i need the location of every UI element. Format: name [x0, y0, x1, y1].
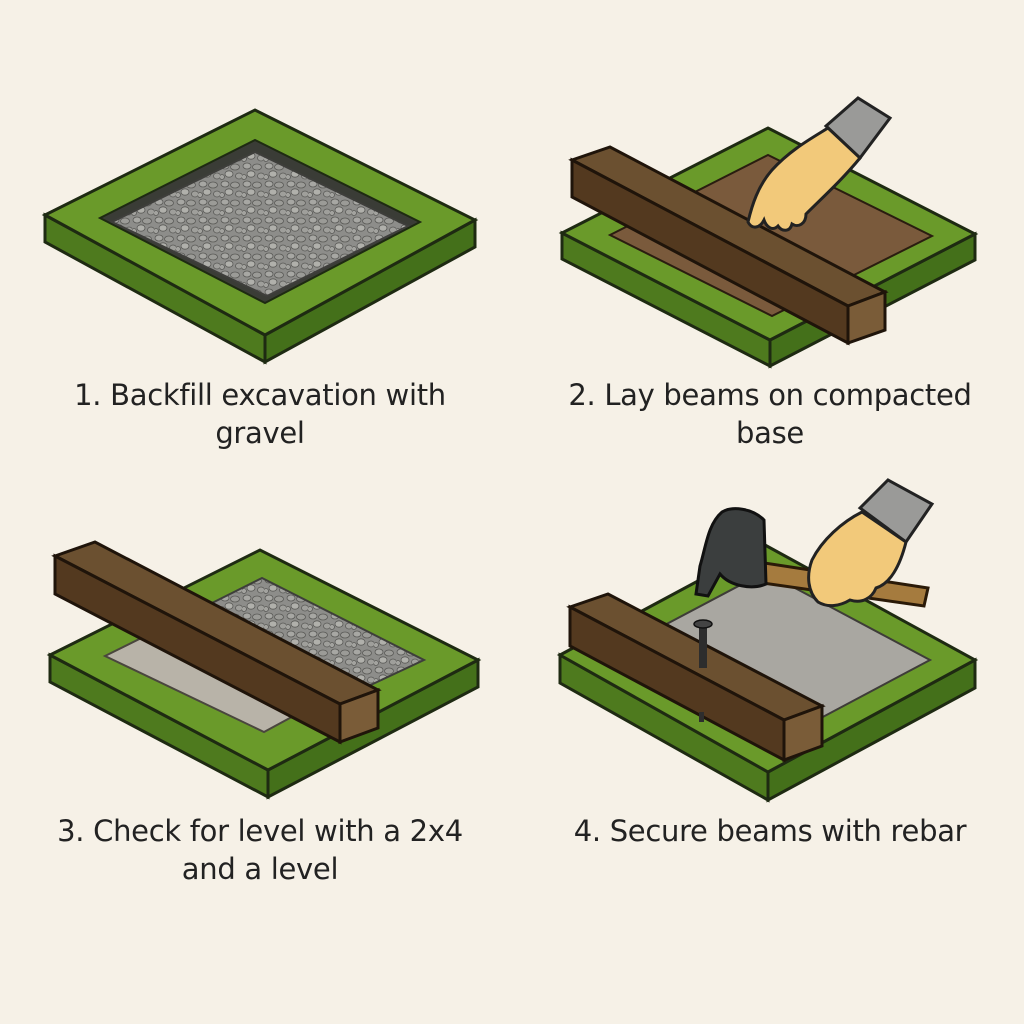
step-3-caption: 3. Check for level with a 2x4 and a leve…: [57, 814, 463, 886]
step-1-illustration: [41, 108, 479, 365]
rebar-icon: [693, 619, 713, 722]
step-2-caption: 2. Lay beams on compacted base: [568, 378, 972, 450]
step-3-illustration: [46, 540, 482, 800]
step-4-illustration: [556, 478, 979, 803]
beam-end: [338, 687, 380, 745]
step-2-illustration: [558, 96, 979, 369]
step-1-caption: 1. Backfill excavation with gravel: [74, 378, 446, 450]
step-4-caption: 4. Secure beams with rebar: [573, 814, 967, 848]
beam-end: [846, 289, 887, 346]
hand-icon: [746, 126, 863, 232]
hand-icon: [807, 510, 908, 608]
beam-end: [782, 703, 824, 763]
gravel-pit-icon: [109, 150, 411, 298]
